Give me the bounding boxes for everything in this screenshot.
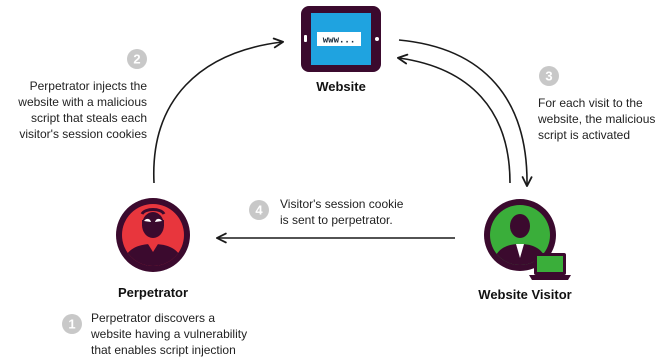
arrow-website-to-visitor: [398, 39, 533, 188]
perpetrator-label: Perpetrator: [117, 285, 189, 300]
step-1-line: that enables script injection: [91, 343, 236, 357]
step-1-line: Perpetrator discovers a: [91, 311, 216, 325]
arrow-perpetrator-to-website: [153, 37, 285, 184]
step-3-line: script is activated: [538, 128, 631, 142]
step-3-line: For each visit to the: [538, 96, 643, 110]
step-3-line: website, the malicious: [538, 112, 656, 126]
step-badge-2: 2: [127, 49, 147, 69]
step-4-line: is sent to perpetrator.: [280, 213, 393, 227]
svg-text:www...: www...: [323, 36, 356, 46]
step-4-line: Visitor's session cookie: [280, 197, 404, 211]
svg-text:3: 3: [545, 69, 552, 84]
arrow-visitor-to-website: [396, 53, 511, 184]
website-label: Website: [316, 79, 366, 94]
step-2-line: visitor's session cookies: [19, 127, 147, 141]
step-2-line: Perpetrator injects the: [29, 79, 147, 93]
masked-hacker-icon: [116, 198, 190, 272]
step-badge-4: 4: [249, 200, 269, 220]
tablet-browser-icon: www...: [301, 6, 381, 72]
step-2-text: Perpetrator injects the website with a m…: [0, 78, 147, 142]
step-badge-3: 3: [539, 66, 559, 86]
visitor-label: Website Visitor: [478, 287, 572, 302]
step-2-line: script that steals each: [30, 111, 147, 125]
svg-text:2: 2: [133, 52, 140, 67]
step-3-text: For each visit to the website, the malic…: [538, 95, 668, 143]
user-with-laptop-icon: [484, 199, 571, 280]
svg-text:1: 1: [68, 317, 75, 332]
step-2-line: website with a malicious: [18, 95, 147, 109]
step-4-text: Visitor's session cookie is sent to perp…: [280, 196, 440, 228]
svg-text:4: 4: [255, 203, 263, 218]
step-1-line: website having a vulnerability: [91, 327, 248, 341]
step-1-text: Perpetrator discovers a website having a…: [91, 310, 291, 358]
step-badge-1: 1: [62, 314, 82, 334]
